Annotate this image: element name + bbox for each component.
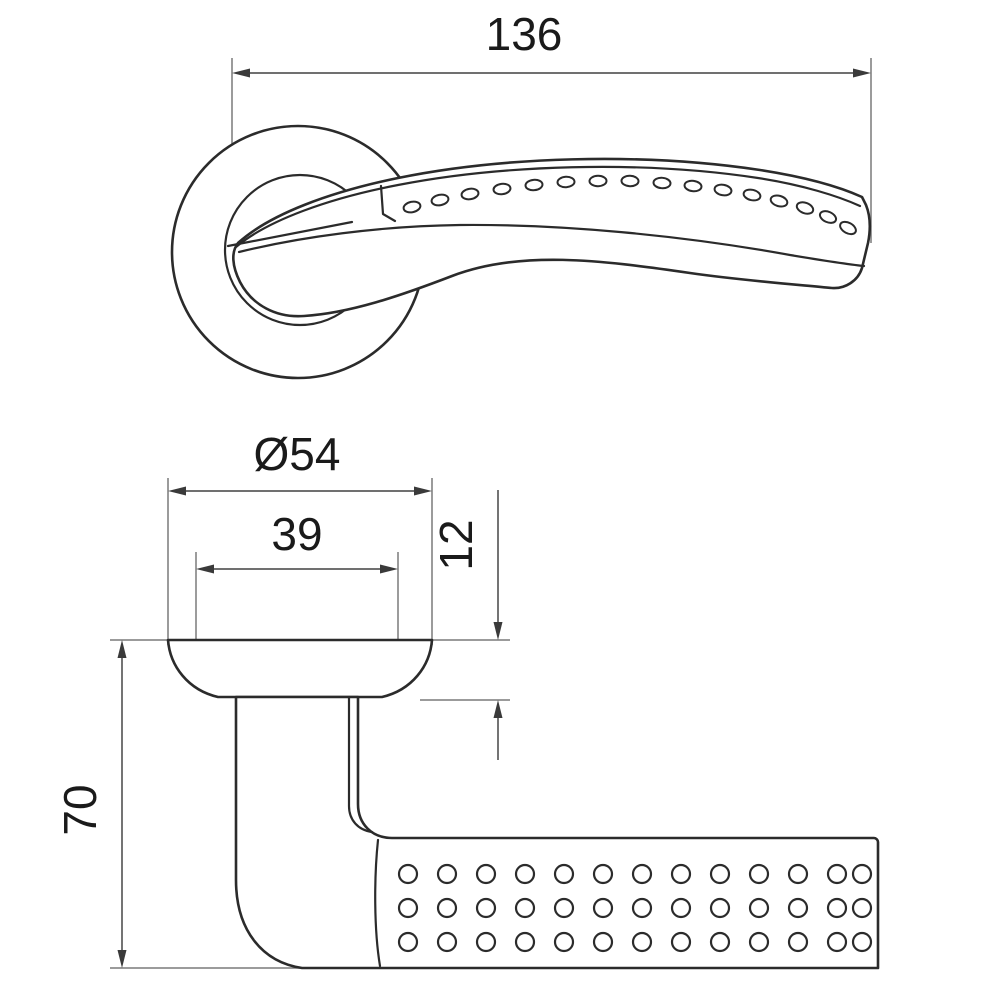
arrow-70-bottom-icon — [117, 950, 127, 968]
neck-and-lever-outline — [234, 695, 880, 970]
dim-label-39: 39 — [271, 508, 322, 560]
grip-dimple-arc — [402, 174, 857, 236]
dim-label-54: Ø54 — [254, 428, 341, 480]
arrow-12-bottom-icon — [493, 700, 503, 718]
rosette-dome-profile — [166, 638, 434, 699]
arrow-136-left-icon — [232, 68, 250, 78]
dim-label-12: 12 — [430, 519, 482, 570]
lever-band-top-edge — [234, 165, 862, 249]
dim-label-70: 70 — [54, 784, 106, 835]
lever-arm-outline — [232, 157, 872, 318]
arrow-39-left-icon — [196, 564, 214, 574]
neck-edge-upper — [226, 220, 354, 248]
side-view — [110, 478, 880, 970]
arrow-70-top-icon — [117, 640, 127, 658]
lever-step-notch — [379, 184, 397, 223]
neck-inner-edge — [347, 695, 374, 834]
top-view — [170, 58, 872, 380]
arrow-12-top-icon — [493, 622, 503, 640]
arrow-54-right-icon — [414, 486, 432, 496]
lever-texture-boundary — [374, 838, 382, 968]
grip-dimple-grid — [397, 863, 873, 953]
dim-label-136: 136 — [486, 8, 563, 60]
lever-band-bottom-edge — [237, 223, 866, 268]
arrow-54-left-icon — [168, 486, 186, 496]
arrow-39-right-icon — [380, 564, 398, 574]
arrow-136-right-icon — [853, 68, 871, 78]
